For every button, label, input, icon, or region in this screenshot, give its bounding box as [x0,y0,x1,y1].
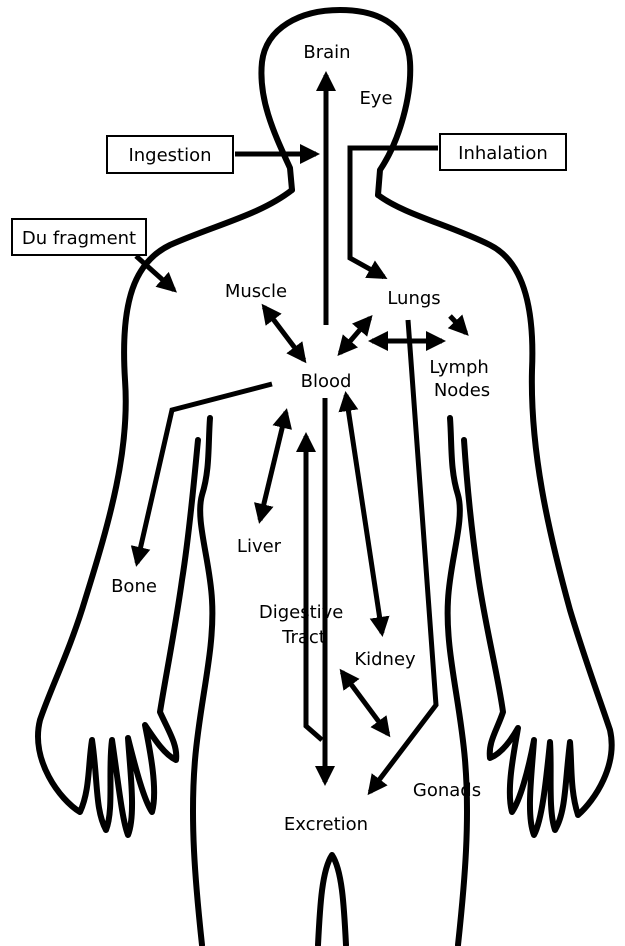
du-fragment-label: Du fragment [22,228,136,249]
liver-label: Liver [237,536,282,557]
arrow-lungs-blood [340,318,370,353]
du-fragment-box: Du fragment [12,219,146,255]
arrow-kidney-blood [346,395,382,633]
gonads-label: Gonads [413,780,481,801]
arrow-lungs-lymph [450,316,466,333]
right-torso-leg-outline [448,418,467,945]
muscle-label: Muscle [225,281,287,302]
left-torso-leg-outline [193,418,212,945]
arrow-kidney-excretion [342,672,388,734]
arrow-liver-blood [260,412,286,520]
brain-label: Brain [303,42,350,63]
ingestion-box: Ingestion [107,136,233,173]
lungs-label: Lungs [387,288,440,309]
arrow-muscle-blood [264,307,304,360]
lymph-line-2: Nodes [434,380,490,401]
digestive-line-1: Digestive [259,602,344,623]
kidney-label: Kidney [354,649,416,670]
digestive-line-2: Tract [281,627,326,648]
bone-label: Bone [111,576,157,597]
arrow-inhalation-to-lungs [350,148,438,277]
pathway-arrows [136,75,466,792]
inhalation-label: Inhalation [458,143,548,164]
lymph-line-1: Lymph [429,357,488,378]
excretion-label: Excretion [284,814,368,835]
blood-label: Blood [301,371,352,392]
crotch-outline [318,855,346,945]
eye-label: Eye [359,88,392,109]
inhalation-box: Inhalation [440,134,566,170]
arrow-digestive-to-blood [306,436,322,740]
ingestion-label: Ingestion [128,145,211,166]
lymph-label: Lymph Nodes [429,357,494,401]
